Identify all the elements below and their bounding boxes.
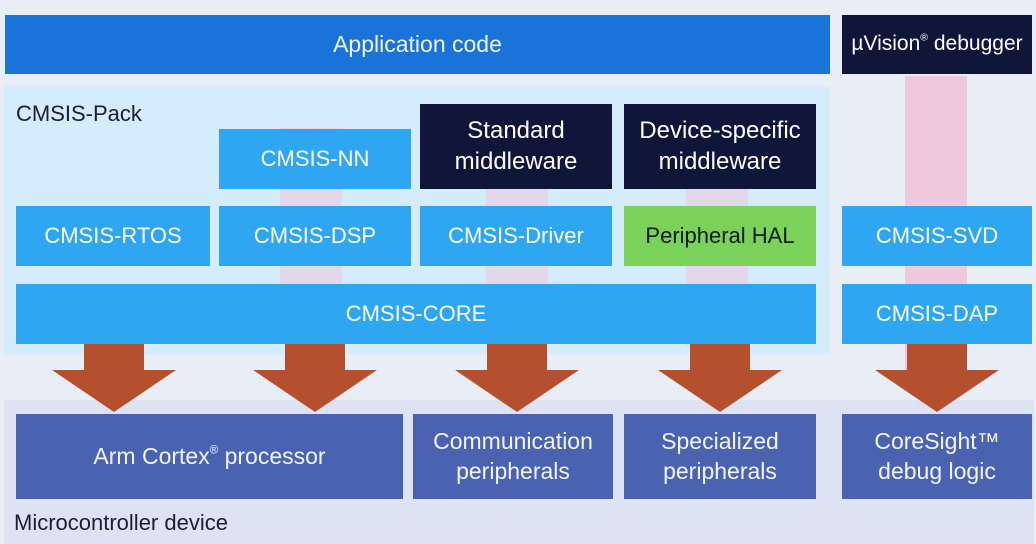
coresight-debug-logic-box: CoreSight™ debug logic — [842, 414, 1032, 499]
cmsis-pack-label: CMSIS-Pack — [16, 101, 142, 126]
cmsis-rtos-box: CMSIS-RTOS — [16, 206, 210, 266]
communication-peripherals-box: Communication peripherals — [413, 414, 613, 499]
standard-middleware-label: Standard middleware — [454, 116, 578, 175]
cmsis-dsp-label: CMSIS-DSP — [253, 222, 377, 248]
coresight-debug-logic-label: CoreSight™ debug logic — [874, 428, 1000, 484]
microcontroller-device-label: Microcontroller device — [14, 510, 228, 535]
down-arrow-dsp-icon — [253, 344, 377, 412]
device-specific-middleware-label: Device-specific middleware — [639, 116, 801, 175]
cmsis-dap-box: CMSIS-DAP — [842, 284, 1032, 344]
uvision-debugger-label: µVision® debugger — [851, 31, 1023, 56]
application-code-label: Application code — [333, 30, 502, 57]
down-arrow-coresight-icon — [875, 344, 999, 412]
cmsis-rtos-label: CMSIS-RTOS — [44, 222, 182, 248]
specialized-peripherals-label: Specialized peripherals — [661, 428, 779, 484]
cmsis-dsp-box: CMSIS-DSP — [219, 206, 411, 266]
communication-peripherals-label: Communication peripherals — [433, 428, 593, 484]
down-arrow-specialized-icon — [658, 344, 782, 412]
peripheral-hal-label: Peripheral HAL — [645, 222, 795, 248]
cmsis-svd-box: CMSIS-SVD — [842, 206, 1032, 266]
down-arrow-processor-icon — [52, 344, 176, 412]
uvision-debugger-box: µVision® debugger — [842, 15, 1032, 74]
application-code-bar: Application code — [5, 15, 830, 74]
standard-middleware-box: Standard middleware — [420, 104, 612, 189]
arm-cortex-processor-label: Arm Cortex® processor — [93, 442, 326, 469]
cmsis-svd-label: CMSIS-SVD — [875, 222, 999, 248]
cmsis-driver-box: CMSIS-Driver — [420, 206, 612, 266]
specialized-peripherals-box: Specialized peripherals — [624, 414, 816, 499]
cmsis-driver-label: CMSIS-Driver — [448, 222, 584, 248]
cmsis-core-bar: CMSIS-CORE — [16, 284, 816, 344]
cmsis-dap-label: CMSIS-DAP — [875, 300, 999, 326]
down-arrow-communication-icon — [455, 344, 579, 412]
device-specific-middleware-box: Device-specific middleware — [624, 104, 816, 189]
peripheral-hal-box: Peripheral HAL — [624, 206, 816, 266]
cmsis-core-label: CMSIS-CORE — [345, 300, 487, 326]
arm-cortex-processor-box: Arm Cortex® processor — [16, 414, 403, 499]
cmsis-nn-box: CMSIS-NN — [219, 129, 411, 189]
cmsis-nn-label: CMSIS-NN — [260, 145, 370, 171]
